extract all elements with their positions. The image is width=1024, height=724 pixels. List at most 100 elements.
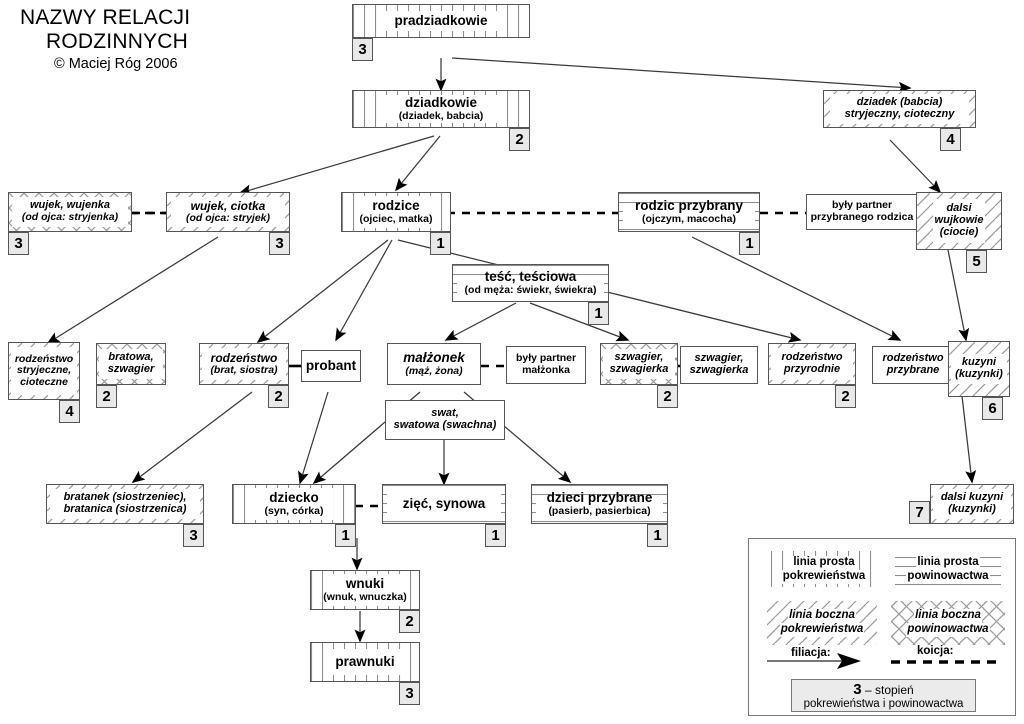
node-wujek-ciotka[interactable]: wujek, ciotka (od ojca: stryjek) [166,192,290,232]
node-byly-partner-malzonka[interactable]: były partner małżonka [506,346,586,384]
node-label: zięć, synowa [402,495,486,511]
node-sublabel-1: wujkowie [934,214,984,227]
legend-filiacja-label: filiacja: [791,647,831,659]
node-malzonek[interactable]: małżonek (mąż, żona) [387,343,481,385]
title-line-2: RODZINNYCH [46,29,188,53]
node-sublabel: stryjeczny, cioteczny [844,108,955,120]
degree-badge-dzieci-przybrane: 1 [647,524,668,547]
node-szwagier-szwagierka-2[interactable]: szwagier, szwagierka [680,346,758,384]
node-sublabel: (brat, siostra) [210,363,278,376]
node-sublabel: szwagierka [689,364,749,376]
legend-koicja-label: koicja: [917,645,954,657]
legend-label-line1: linia boczna [788,609,856,623]
node-label: dalsi [946,202,972,215]
node-dalsi-wujkowie[interactable]: dalsi wujkowie (ciocie) [916,192,1002,250]
node-label: rodzeństwo [882,352,944,365]
degree-badge-dziecko: 1 [335,524,356,547]
node-sublabel: (kuzynki) [948,503,996,515]
node-wujek-wujenka[interactable]: wujek, wujenka (od ojca: stryjenka) [8,192,132,232]
node-label: dziadek (babcia) [856,96,943,109]
node-label: kuzyni [961,356,997,369]
degree-badge-bratanek: 3 [183,524,204,547]
node-sublabel: (mąż, żona) [405,364,463,377]
degree-badge-rodzenstwo: 2 [268,385,289,408]
node-rodzenstwo-przybrane[interactable]: rodzeństwo przybrane [872,346,954,384]
degree-badge-rodzenstwo-stryjeczne: 4 [59,400,80,423]
degree-badge-rodzenstwo-przyrodnie: 2 [835,385,856,408]
degree-badge-wnuki: 2 [399,610,420,633]
legend-item-linia-prosta-pokrewienstwa: linia prosta pokrewieństwa [771,553,877,587]
node-sublabel: przyrodnie [783,363,841,375]
node-label: szwagier, [614,351,664,364]
node-dzieci-przybrane[interactable]: dzieci przybrane (pasierb, pasierbica) [531,484,668,524]
node-label: rodzeństwo [210,350,278,365]
node-pradziadkowie[interactable]: pradziadkowie [352,4,530,38]
degree-badge-pradziadkowie: 3 [352,38,373,61]
degree-badge-rodzic-przybrany: 1 [739,232,760,255]
node-label: rodzic przybrany [634,197,744,213]
degree-badge-kuzyni: 6 [982,397,1003,420]
degree-badge-wujek-ciotka: 3 [269,232,290,255]
node-sublabel: (ojciec, matka) [359,212,433,225]
legend-degree-number: 3 [853,681,862,698]
node-sublabel: przybranego rodzica [810,211,914,223]
node-sublabel: (od męża: świekr, świekra) [464,283,597,296]
node-bratanek-bratanica[interactable]: bratanek (siostrzeniec), bratanica (sios… [46,484,204,524]
node-rodzenstwo-przyrodnie[interactable]: rodzeństwo przyrodnie [768,343,856,385]
node-wnuki[interactable]: wnuki (wnuk, wnuczka) [310,570,420,610]
legend-label-line2: powinowactwa [906,570,990,584]
node-ziec-synowa[interactable]: zięć, synowa [382,484,506,524]
node-szwagier-szwagierka-1[interactable]: szwagier, szwagierka [600,343,678,385]
degree-badge-rodzice: 1 [430,232,451,255]
node-label: rodzice [372,197,420,213]
node-byly-partner-rodzica[interactable]: były partner przybranego rodzica [806,194,918,230]
node-kuzyni[interactable]: kuzyni (kuzynki) [948,341,1010,397]
legend-label-line1: linia boczna [914,609,982,623]
node-sublabel: przybrane [886,364,940,376]
node-label: prawnuki [335,653,395,669]
node-sublabel: (pasierb, pasierbica) [548,504,651,517]
node-probant[interactable]: probant [301,350,361,382]
degree-badge-ziec-synowa: 1 [485,524,506,547]
legend-label-line2: powinowactwa [906,623,990,637]
legend-label-line2: pokrewieństwa [781,570,867,584]
node-label: rodzeństwo [781,351,843,364]
node-sublabel: (kuzynki) [955,368,1003,380]
node-label: wujek, wujenka [29,199,111,212]
node-label: dzieci przybrane [546,489,653,505]
node-dziadkowie[interactable]: dziadkowie (dziadek, babcia) [352,90,530,128]
node-label: wnuki [345,575,385,591]
degree-badge-wujek-wujenka: 3 [8,232,29,255]
node-bratowa-szwagier[interactable]: bratowa, szwagier [96,343,166,385]
node-label: teść, teściowa [484,268,577,284]
degree-badge-prawnuki: 3 [399,682,420,705]
node-label: wujek, ciotka [190,198,266,213]
degree-badge-tesc-tesciowa: 1 [588,302,609,325]
degree-badge-bratowa-szwagier: 2 [96,385,117,408]
node-sublabel: bratanica (siostrzenica) [63,503,187,515]
degree-badge-szwagier-1: 2 [657,385,678,408]
degree-badge-dalsi-kuzyni: 7 [909,501,930,524]
node-label: dalsi kuzyni [940,491,1004,504]
node-rodzice[interactable]: rodzice (ojciec, matka) [341,192,451,232]
node-label: dziadkowie [404,94,477,110]
node-tesc-tesciowa[interactable]: teść, teściowa (od męża: świekr, świekra… [452,264,609,302]
legend-degree-box: 3 – stopień pokrewieństwa i powinowactwa [791,679,976,712]
node-rodzenstwo-stryjeczne[interactable]: rodzeństwo stryjeczne, cioteczne [8,342,80,400]
node-rodzic-przybrany[interactable]: rodzic przybrany (ojczym, macocha) [618,192,760,232]
node-prawnuki[interactable]: prawnuki [310,642,420,682]
node-swat-swatowa[interactable]: swat, swatowa (swachna) [385,400,505,440]
node-sublabel-1: stryjeczne, [16,364,72,377]
node-dziadek-stryjeczny[interactable]: dziadek (babcia) stryjeczny, cioteczny [823,90,976,128]
node-dziecko[interactable]: dziecko (syn, córka) [232,484,356,524]
node-sublabel-2: (ciocie) [939,225,979,238]
degree-badge-dziadek-stryjeczny: 4 [940,128,961,151]
node-sublabel: (dziadek, babcia) [398,109,484,122]
node-rodzenstwo[interactable]: rodzeństwo (brat, siostra) [199,343,289,385]
legend-label-line2: pokrewieństwa [779,623,865,637]
legend-item-linia-boczna-powinowactwa: linia boczna powinowactwa [891,603,1005,643]
node-label: probant [305,357,357,373]
node-label: bratanek (siostrzeniec), [63,491,187,504]
node-sublabel: małżonka [522,364,570,376]
node-dalsi-kuzyni[interactable]: dalsi kuzyni (kuzynki) [930,484,1014,524]
